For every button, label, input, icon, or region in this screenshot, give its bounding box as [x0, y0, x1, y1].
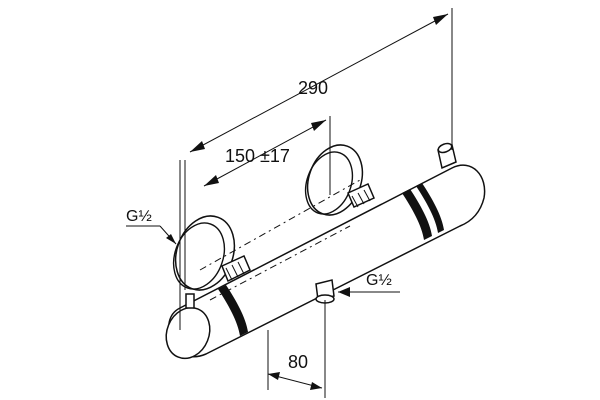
- dimension-centre-distance: 150 ±17: [203, 119, 327, 187]
- body-ring-right: [416, 183, 444, 233]
- centre-distance-label: 150 ±17: [225, 146, 290, 166]
- overall-width-label: 290: [298, 78, 328, 98]
- outlet-connection-callout: G½: [338, 272, 400, 297]
- left-wall-rosette: [172, 215, 251, 291]
- right-wall-rosette: [304, 144, 375, 216]
- body-ring-left: [218, 285, 248, 336]
- depth-label: 80: [288, 352, 308, 372]
- inlet-connection-label: G½: [126, 208, 152, 225]
- body-ring-middle: [402, 189, 432, 240]
- mixer-body: [165, 142, 486, 360]
- construction-lines: [179, 8, 453, 398]
- inlet-connection-callout: G½: [126, 208, 177, 245]
- dimension-depth: 80: [267, 352, 323, 390]
- dimension-overall-width: 290: [189, 13, 449, 153]
- outlet-connection-label: G½: [366, 272, 392, 289]
